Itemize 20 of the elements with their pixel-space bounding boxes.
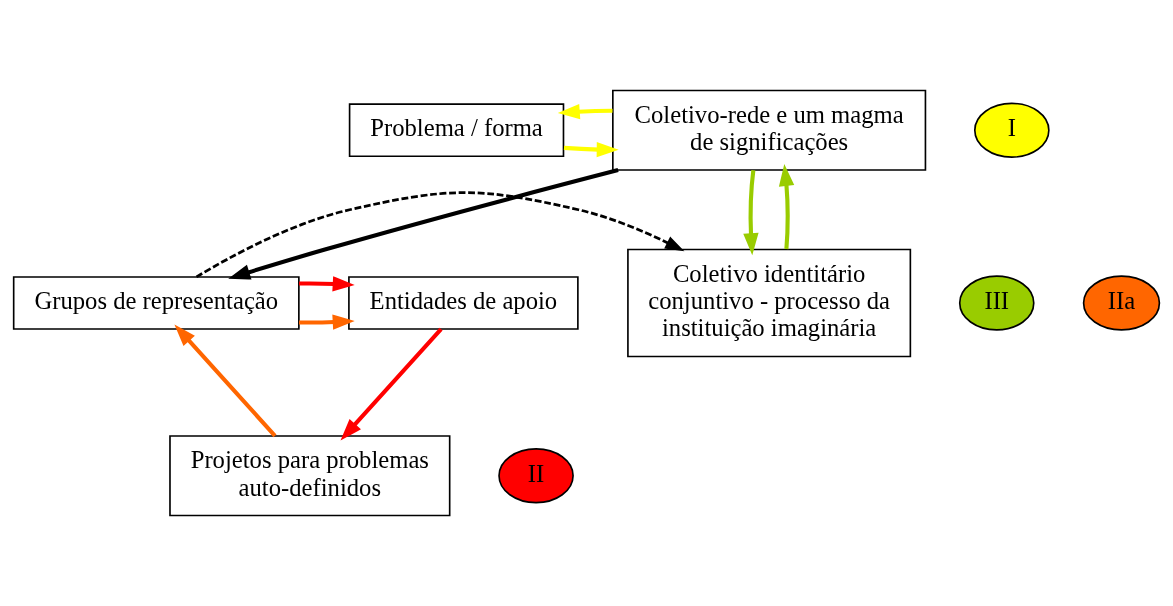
node-ellipse: III — [958, 275, 1035, 331]
arrow — [299, 314, 355, 330]
arrow — [557, 103, 613, 120]
arrow — [340, 327, 443, 441]
node-box: Coletivo identitário conjuntivo - processo da instituição imaginária — [627, 248, 912, 358]
arrow — [778, 164, 795, 250]
node-ellipse: I — [973, 102, 1050, 158]
arrow — [174, 324, 277, 438]
node-ellipse: IIa — [1082, 275, 1161, 331]
node-ellipse: II — [498, 448, 574, 504]
arrow — [563, 141, 619, 158]
node-box: Problema / forma — [348, 103, 565, 158]
node-box: Entidades de apoio — [348, 276, 579, 330]
node-box: Coletivo-rede e um magma de significações — [612, 89, 927, 171]
node-box: Projetos para problemas auto-definidos — [169, 435, 451, 517]
node-box: Grupos de representação — [12, 276, 300, 330]
arrow — [228, 168, 619, 280]
arrow — [195, 191, 685, 279]
arrow — [299, 276, 355, 292]
arrow — [743, 169, 759, 256]
